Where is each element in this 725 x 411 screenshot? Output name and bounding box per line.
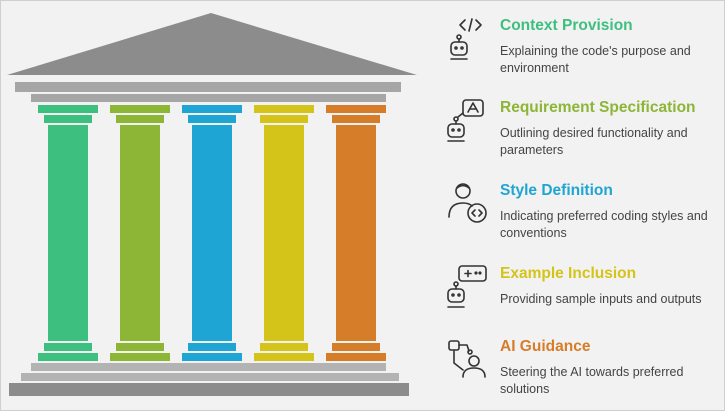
item-description: Providing sample inputs and outputs bbox=[500, 292, 702, 306]
pillar-example-shaft bbox=[264, 125, 304, 341]
robot-code-icon bbox=[450, 18, 482, 60]
temple-roof bbox=[7, 13, 417, 75]
temple-frieze-top bbox=[15, 82, 401, 92]
item-description: Indicating preferred coding styles and c… bbox=[500, 209, 708, 240]
robot-gamepad-icon bbox=[447, 265, 487, 308]
item-style-definition: Style Definition Indicating preferred co… bbox=[441, 181, 724, 261]
item-context-provision: Context Provision Explaining the code's … bbox=[441, 16, 724, 96]
pillar-guidance-base bbox=[326, 353, 386, 361]
pillar-context-capital-lower bbox=[44, 115, 92, 123]
pillar-descriptions: Context Provision Explaining the code's … bbox=[441, 1, 724, 410]
item-requirement-specification: Requirement Specification Outlining desi… bbox=[441, 98, 724, 178]
pillar-example-base bbox=[254, 353, 314, 361]
item-description: Outlining desired functionality and para… bbox=[500, 126, 688, 157]
item-ai-guidance: AI Guidance Steering the AI towards pref… bbox=[441, 337, 724, 410]
pillar-example-capital bbox=[254, 105, 314, 113]
pillar-style-shaft bbox=[192, 125, 232, 341]
pillar-group bbox=[38, 105, 386, 361]
item-description: Explaining the code's purpose and enviro… bbox=[500, 44, 691, 75]
pillar-context-base-upper bbox=[44, 343, 92, 351]
item-description: Steering the AI towards preferred soluti… bbox=[500, 365, 684, 396]
person-code-icon bbox=[448, 183, 487, 223]
pillar-example-base-upper bbox=[260, 343, 308, 351]
pillar-requirement-shaft bbox=[120, 125, 160, 341]
item-title: Context Provision bbox=[500, 17, 633, 34]
pillar-style-capital bbox=[182, 105, 242, 113]
item-example-inclusion: Example Inclusion Providing sample input… bbox=[441, 264, 724, 344]
pillar-guidance-shaft bbox=[336, 125, 376, 341]
temple-base-step-1 bbox=[31, 363, 386, 371]
temple-frieze-bottom bbox=[31, 94, 386, 102]
pillar-guidance-capital-lower bbox=[332, 115, 380, 123]
pillar-guidance-base-upper bbox=[332, 343, 380, 351]
pillar-context-capital bbox=[38, 105, 98, 113]
person-robot-arm-icon bbox=[448, 340, 486, 378]
pillar-requirement-capital bbox=[110, 105, 170, 113]
temple-base-step-2 bbox=[21, 373, 399, 381]
pillar-requirement-base bbox=[110, 353, 170, 361]
pillar-example-capital-lower bbox=[260, 115, 308, 123]
pillar-style-capital-lower bbox=[188, 115, 236, 123]
pillar-style-base-upper bbox=[188, 343, 236, 351]
pillar-guidance-capital bbox=[326, 105, 386, 113]
pillar-requirement-capital-lower bbox=[116, 115, 164, 123]
item-title: Style Definition bbox=[500, 182, 613, 199]
item-title: AI Guidance bbox=[500, 338, 591, 355]
temple-base-step-3 bbox=[9, 383, 409, 396]
pillar-context-base bbox=[38, 353, 98, 361]
item-title: Requirement Specification bbox=[500, 99, 696, 116]
pillar-context-shaft bbox=[48, 125, 88, 341]
robot-letter-icon bbox=[447, 99, 484, 142]
pillar-style-base bbox=[182, 353, 242, 361]
pillar-requirement-base-upper bbox=[116, 343, 164, 351]
temple-illustration bbox=[7, 13, 417, 396]
item-title: Example Inclusion bbox=[500, 265, 637, 282]
